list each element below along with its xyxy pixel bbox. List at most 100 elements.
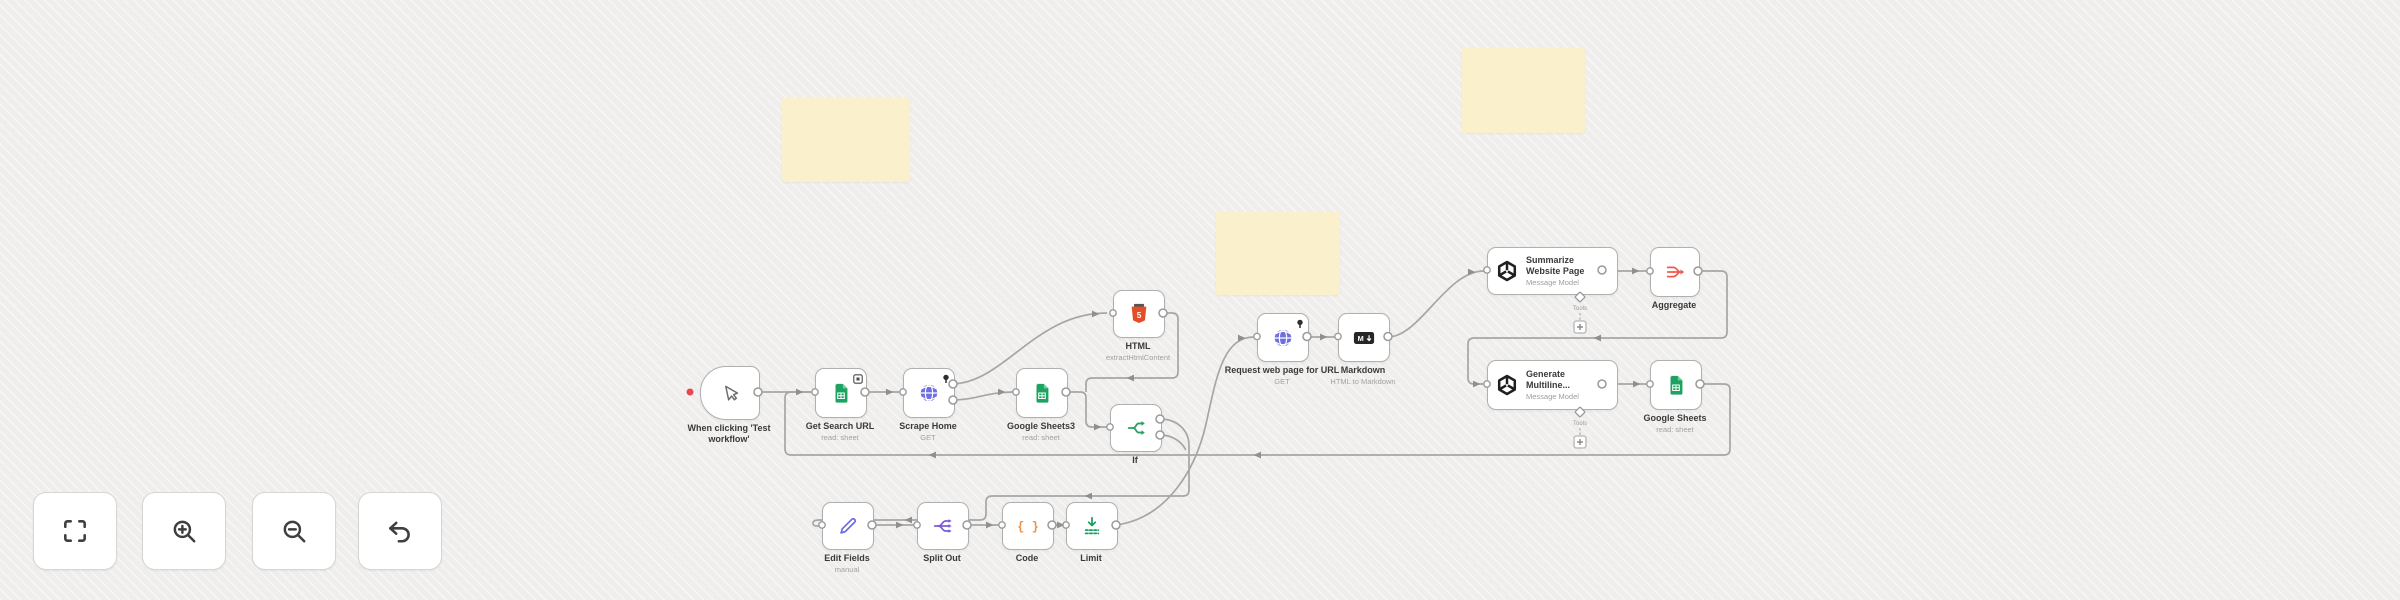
node-trigger[interactable] bbox=[700, 366, 760, 420]
wire-arrow bbox=[1253, 451, 1261, 459]
undo-button[interactable] bbox=[358, 492, 442, 570]
wire-arrow bbox=[1238, 334, 1246, 342]
markdown-icon: M bbox=[1353, 327, 1375, 349]
node-limit[interactable] bbox=[1066, 502, 1118, 550]
node-code[interactable]: { } bbox=[1002, 502, 1054, 550]
wire-arrow bbox=[998, 388, 1006, 396]
node-subtitle: read: sheet bbox=[1022, 433, 1060, 443]
pencil-icon bbox=[837, 515, 859, 537]
node-split-out[interactable] bbox=[917, 502, 969, 550]
node-if[interactable] bbox=[1110, 404, 1162, 452]
openai-icon bbox=[1495, 259, 1519, 283]
node-google-sheets3[interactable] bbox=[1016, 368, 1068, 418]
zoom-out-icon bbox=[280, 517, 308, 545]
fit-view-icon bbox=[61, 517, 89, 545]
node-subtitle: GET bbox=[920, 433, 936, 443]
node-request[interactable] bbox=[1257, 313, 1309, 362]
sticky-2-note[interactable] bbox=[1216, 212, 1340, 295]
node-label-aggregate: Aggregate bbox=[1614, 300, 1734, 311]
node-label-trigger: When clicking 'Test workflow' bbox=[681, 423, 777, 446]
node-generate[interactable]: Generate Multiline...Message Model bbox=[1487, 360, 1618, 410]
wire-arrow bbox=[1057, 521, 1065, 529]
node-subtitle: GET bbox=[1274, 377, 1290, 387]
node-subtitle: Message Model bbox=[1526, 277, 1579, 287]
cursor-icon bbox=[719, 382, 741, 404]
wire-arrow bbox=[1320, 333, 1328, 341]
wire-arrow bbox=[1633, 380, 1641, 388]
wire-markdown-to-summarize bbox=[1387, 270, 1485, 338]
node-title: Request web page for URL bbox=[1224, 365, 1340, 375]
split-icon bbox=[932, 515, 954, 537]
pin-badge-icon bbox=[1295, 316, 1305, 328]
zoom-in-button[interactable] bbox=[142, 492, 226, 570]
node-title: If bbox=[1132, 455, 1138, 465]
add-tool-button-generate[interactable] bbox=[1573, 435, 1587, 449]
node-markdown[interactable]: M bbox=[1338, 313, 1390, 362]
grid-badge-icon bbox=[853, 371, 863, 384]
aggregate-icon bbox=[1664, 261, 1686, 283]
add-tool-button-summarize[interactable] bbox=[1573, 320, 1587, 334]
code-icon: { } bbox=[1017, 515, 1039, 537]
node-html[interactable]: 5 bbox=[1113, 290, 1165, 338]
wire-arrow bbox=[1092, 310, 1100, 318]
node-subtitle: Message Model bbox=[1526, 391, 1579, 401]
node-title: Split Out bbox=[923, 553, 961, 563]
openai-icon bbox=[1495, 373, 1519, 397]
sheets-icon bbox=[1031, 382, 1053, 404]
node-title: Aggregate bbox=[1651, 300, 1697, 310]
node-subtitle: extractHtmlContent bbox=[1105, 353, 1171, 363]
sticky-1-note[interactable] bbox=[782, 98, 910, 182]
node-subtitle: read: sheet bbox=[1656, 425, 1694, 435]
node-label-html: HTML extractHtmlContent bbox=[1078, 341, 1198, 363]
wire-arrow bbox=[1126, 374, 1134, 382]
node-title: Code bbox=[1015, 553, 1039, 563]
node-scrape-home[interactable] bbox=[903, 368, 955, 418]
wire-arrow bbox=[1593, 334, 1601, 342]
node-aggregate[interactable] bbox=[1650, 247, 1700, 297]
svg-text:5: 5 bbox=[1137, 311, 1142, 320]
sticky-3-note[interactable] bbox=[1462, 48, 1585, 133]
wire-arrow bbox=[986, 521, 994, 529]
node-title: Summarize Website Page bbox=[1526, 255, 1585, 276]
svg-text:M: M bbox=[1358, 333, 1364, 342]
node-label-if: If bbox=[1075, 455, 1195, 466]
node-title: Scrape Home bbox=[899, 421, 957, 431]
node-title: Markdown bbox=[1340, 365, 1386, 375]
wire-scrape-home-to-google-sheets3 bbox=[952, 391, 1014, 401]
node-label-split-out: Split Out bbox=[882, 553, 1002, 564]
node-title: Google Sheets3 bbox=[1006, 421, 1076, 431]
zoom-in-icon bbox=[170, 517, 198, 545]
node-label-google-sheets3: Google Sheets3 read: sheet bbox=[981, 421, 1101, 443]
globe-icon bbox=[918, 382, 940, 404]
undo-icon bbox=[386, 517, 414, 545]
pin-badge-icon bbox=[941, 371, 951, 383]
node-get-search-url[interactable] bbox=[815, 368, 867, 418]
node-title: When clicking 'Test workflow' bbox=[687, 423, 771, 445]
wire-arrow bbox=[886, 388, 894, 396]
wire-arrow bbox=[904, 516, 912, 524]
node-google-sheets[interactable] bbox=[1650, 360, 1702, 410]
node-title: Generate Multiline... bbox=[1526, 369, 1570, 390]
node-title: HTML bbox=[1125, 341, 1151, 351]
node-edit-fields[interactable] bbox=[822, 502, 874, 550]
wire-arrow bbox=[896, 521, 904, 529]
zoom-out-button[interactable] bbox=[252, 492, 336, 570]
limit-icon bbox=[1081, 515, 1103, 537]
node-subtitle: HTML to Markdown bbox=[1330, 377, 1396, 387]
tools-port-label: Tools bbox=[1573, 421, 1587, 427]
zoom-to-fit-button[interactable] bbox=[33, 492, 117, 570]
error-indicator-dot bbox=[686, 388, 694, 396]
node-label-code: Code bbox=[967, 553, 1087, 564]
node-text: Generate Multiline...Message Model bbox=[1526, 369, 1610, 401]
node-subtitle: manual bbox=[834, 565, 860, 575]
if-icon bbox=[1125, 417, 1147, 439]
wire-arrow bbox=[1084, 492, 1092, 500]
html5-icon: 5 bbox=[1128, 303, 1150, 325]
node-title: Limit bbox=[1080, 553, 1102, 563]
